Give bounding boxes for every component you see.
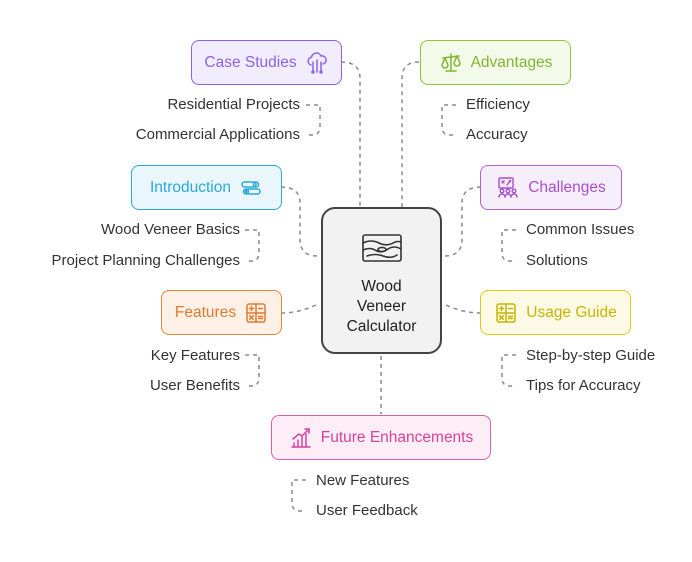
balance-scale-icon <box>440 52 461 72</box>
introduction-node[interactable]: Introduction <box>131 165 282 210</box>
future-enhancements-label: Future Enhancements <box>320 428 474 446</box>
usage-guide-label: Usage Guide <box>526 303 617 321</box>
center-title-line-2: Veneer <box>356 298 407 315</box>
advantages-label: Advantages <box>470 53 553 71</box>
calculator-icon <box>496 302 516 323</box>
center-node[interactable]: Wood Veneer Calculator <box>321 207 442 354</box>
introduction-label: Introduction <box>150 178 231 196</box>
leaf-connector <box>501 229 516 262</box>
leaf-step-by-step-guide: Step-by-step Guide <box>526 347 656 364</box>
leaf-user-feedback: User Feedback <box>316 502 418 519</box>
leaf-connector <box>441 104 456 136</box>
calculator-icon <box>246 302 266 323</box>
leaf-user-benefits: User Benefits <box>149 377 240 394</box>
connector-challenges <box>443 186 482 257</box>
features-label: Features <box>174 303 237 321</box>
leaf-commercial-applications: Commercial Applications <box>135 126 300 143</box>
leaf-connector <box>245 354 260 387</box>
leaf-efficiency: Efficiency <box>466 96 530 113</box>
cloud-network-icon <box>306 51 327 74</box>
challenges-label: Challenges <box>528 178 606 196</box>
leaf-residential-projects: Residential Projects <box>167 96 300 113</box>
center-title-line-1: Wood <box>361 278 402 295</box>
leaf-tips-for-accuracy: Tips for Accuracy <box>526 377 641 394</box>
case-studies-node[interactable]: Case Studies <box>191 40 342 85</box>
connector-usage-guide <box>443 303 482 314</box>
logs-icon <box>241 180 261 195</box>
leaf-connector <box>306 104 321 136</box>
leaf-new-features: New Features <box>316 472 410 489</box>
leaf-accuracy: Accuracy <box>466 126 528 143</box>
connector-advantages <box>401 61 420 207</box>
connector-introduction <box>280 186 319 257</box>
future-enhancements-node[interactable]: Future Enhancements <box>271 415 491 460</box>
leaf-connector <box>501 354 516 387</box>
growth-chart-icon <box>290 427 311 448</box>
wood-grain-icon <box>361 234 402 262</box>
leaf-key-features: Key Features <box>150 347 240 364</box>
case-studies-label: Case Studies <box>204 53 297 71</box>
features-node[interactable]: Features <box>161 290 282 335</box>
leaf-connector <box>291 479 306 512</box>
team-strategy-icon <box>498 176 518 198</box>
connector-case-studies <box>340 61 361 207</box>
leaf-wood-veneer-basics: Wood Veneer Basics <box>101 221 240 238</box>
connector-features <box>280 303 319 314</box>
advantages-node[interactable]: Advantages <box>420 40 571 85</box>
usage-guide-node[interactable]: Usage Guide <box>480 290 631 335</box>
center-title-line-3: Calculator <box>346 318 417 335</box>
challenges-node[interactable]: Challenges <box>480 165 622 210</box>
leaf-common-issues: Common Issues <box>526 221 635 238</box>
leaf-connector <box>245 229 260 262</box>
leaf-project-planning-challenges: Project Planning Challenges <box>51 252 240 269</box>
leaf-solutions: Solutions <box>526 252 588 269</box>
